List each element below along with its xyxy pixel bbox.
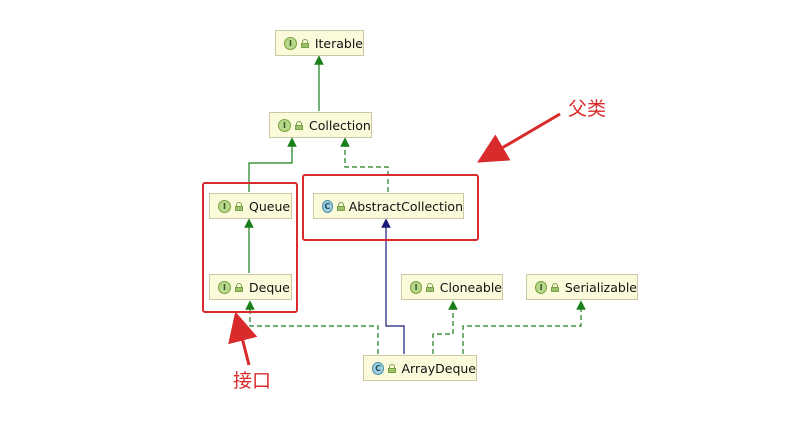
lock-icon	[336, 201, 345, 211]
class-icon: C	[372, 361, 385, 375]
callout-arrow-interface	[228, 311, 258, 366]
link-arraydeque-deque	[245, 300, 379, 354]
node-queue[interactable]: I Queue	[209, 193, 292, 219]
interface-icon: I	[284, 36, 297, 50]
lock-icon	[235, 282, 243, 292]
lock-icon	[388, 363, 397, 373]
node-label: Serializable	[564, 279, 637, 295]
node-label: Collection	[309, 117, 371, 133]
node-label: AbstractCollection	[348, 198, 463, 214]
parent-class-highlight-box	[302, 174, 479, 241]
lock-icon	[300, 38, 309, 48]
node-label: Queue	[249, 198, 291, 214]
node-label: Deque	[249, 279, 290, 295]
interface-icon: I	[535, 280, 548, 294]
class-icon: C	[322, 199, 333, 213]
node-cloneable[interactable]: I Cloneable	[401, 274, 503, 300]
interface-highlight-box	[202, 182, 298, 313]
node-serializable[interactable]: I Serializable	[526, 274, 638, 300]
node-label: Cloneable	[439, 279, 502, 295]
interface-callout: 接口	[233, 370, 272, 392]
node-label: Iterable	[314, 35, 363, 51]
link-arraydeque-serializable	[462, 300, 586, 354]
parent-class-callout: 父类	[568, 98, 607, 120]
interface-icon: I	[410, 280, 423, 294]
node-collection[interactable]: I Collection	[269, 112, 372, 138]
node-deque[interactable]: I Deque	[209, 274, 292, 300]
link-arraydeque-cloneable	[432, 300, 458, 354]
lock-icon	[235, 201, 243, 211]
link-arraydeque-abstractcollection	[381, 218, 405, 354]
node-iterable[interactable]: I Iterable	[275, 30, 364, 56]
node-array-deque[interactable]: C ArrayDeque	[363, 355, 477, 381]
node-abstract-collection[interactable]: C AbstractCollection	[313, 193, 464, 219]
lock-icon	[426, 282, 435, 292]
lock-icon	[551, 282, 559, 292]
lock-icon	[295, 120, 303, 130]
node-label: ArrayDeque	[401, 360, 476, 376]
callout-arrow-parent	[477, 112, 561, 163]
interface-icon: I	[218, 280, 231, 294]
interface-icon: I	[218, 199, 231, 213]
link-queue-collection	[248, 137, 297, 192]
interface-icon: I	[278, 118, 291, 132]
link-abstractcollection-collection	[340, 137, 389, 192]
